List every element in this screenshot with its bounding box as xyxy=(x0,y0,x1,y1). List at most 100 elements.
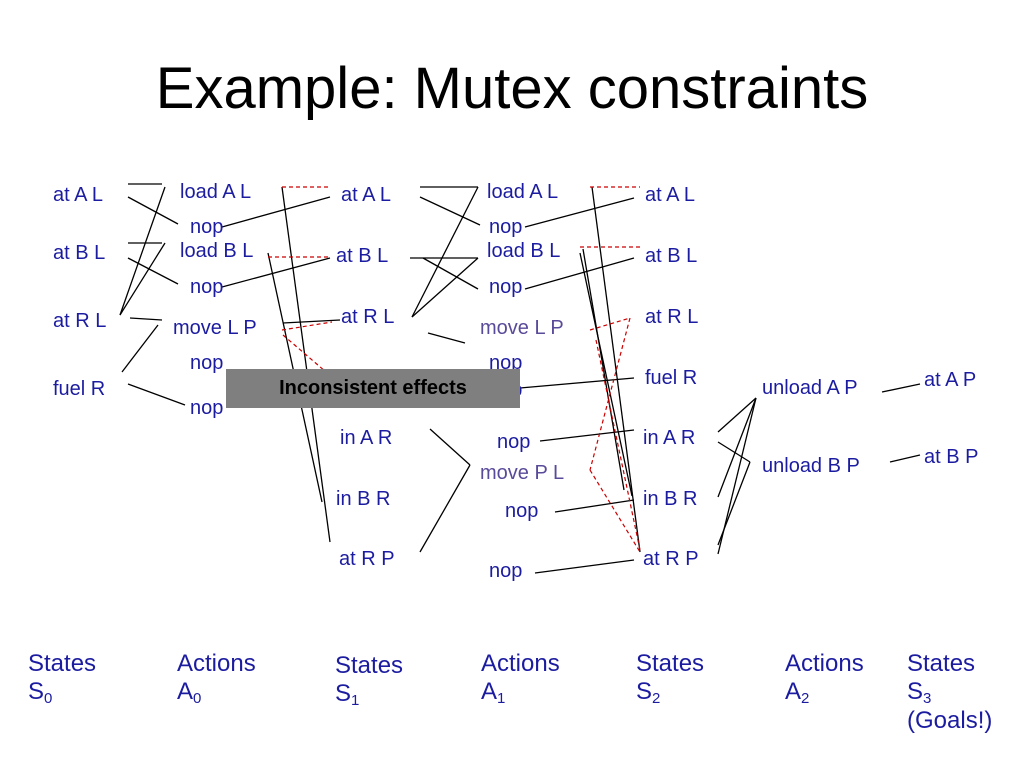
a1-node-load-a-l: load A L xyxy=(487,181,559,203)
mutex-link xyxy=(281,321,333,331)
s1-node-at-a-l: at A L xyxy=(341,184,392,206)
column-symbol: A xyxy=(481,677,498,705)
a1-node-move-p-l: move P L xyxy=(480,462,565,484)
precondition-effect-link xyxy=(419,196,481,226)
precondition-effect-link xyxy=(889,454,921,463)
precondition-effect-link xyxy=(129,317,163,321)
precondition-effect-link xyxy=(281,186,331,543)
precondition-effect-link xyxy=(121,324,159,373)
column-label-text: States xyxy=(335,652,404,679)
column-label-a0: Actions A0 xyxy=(177,650,256,707)
s3-node-at-b-p: at B P xyxy=(924,446,979,468)
precondition-effect-link xyxy=(422,257,479,290)
column-subscript: 2 xyxy=(652,689,661,707)
s2-node-at-b-l: at B L xyxy=(645,245,698,267)
s2-node-in-b-r: in B R xyxy=(643,488,698,510)
precondition-effect-link xyxy=(524,197,635,228)
precondition-effect-link xyxy=(579,252,633,497)
column-subscript: 0 xyxy=(44,689,53,707)
column-label-text: States xyxy=(636,650,705,677)
a1-node-move-l-p: move L P xyxy=(480,317,564,339)
column-subscript: 2 xyxy=(801,689,810,707)
s2-node-at-r-l: at R L xyxy=(645,306,699,328)
column-label-text: Actions xyxy=(785,650,864,677)
s3-node-at-a-p: at A P xyxy=(924,369,977,391)
precondition-effect-link xyxy=(119,186,166,316)
a2-node-unload-b-p: unload B P xyxy=(762,455,860,477)
column-subscript: 1 xyxy=(351,691,360,709)
s1-node-at-b-l: at B L xyxy=(336,245,389,267)
a0-node-nop: nop xyxy=(190,216,224,238)
column-subscript: 1 xyxy=(497,689,506,707)
a1-node-nop: nop xyxy=(489,216,523,238)
mutex-link xyxy=(589,469,641,553)
precondition-effect-link xyxy=(419,464,471,553)
precondition-effect-link xyxy=(881,383,921,393)
s2-node-at-a-l: at A L xyxy=(645,184,696,206)
precondition-effect-link xyxy=(534,559,635,574)
s0-node-at-a-l: at A L xyxy=(53,184,104,206)
column-label-text: States xyxy=(907,650,976,677)
precondition-effect-link xyxy=(411,186,479,318)
column-label-text: Actions xyxy=(481,650,560,677)
precondition-effect-link xyxy=(717,397,757,433)
precondition-effect-link xyxy=(221,257,331,288)
a1-node-nop: nop xyxy=(497,431,531,453)
a2-node-unload-a-p: unload A P xyxy=(762,377,858,399)
column-symbol: A xyxy=(177,677,194,705)
s0-node-fuel-r: fuel R xyxy=(53,378,106,400)
a1-node-load-b-l: load B L xyxy=(487,240,561,262)
column-label-text: Actions xyxy=(177,650,256,677)
precondition-effect-link xyxy=(127,196,179,225)
column-subscript: 0 xyxy=(193,689,202,707)
mutex-link xyxy=(282,334,341,385)
column-symbol: S xyxy=(28,677,45,705)
precondition-effect-link xyxy=(582,248,625,491)
column-note: (Goals!) xyxy=(907,706,993,734)
precondition-effect-link xyxy=(519,377,635,389)
precondition-effect-link xyxy=(524,257,635,290)
column-label-s2: States S2 xyxy=(636,650,704,707)
a0-node-load-a-l: load A L xyxy=(180,181,252,203)
a0-node-move-l-p: move L P xyxy=(173,317,257,339)
mutex-link xyxy=(589,317,631,471)
a0-node-load-b-l: load B L xyxy=(180,240,254,262)
s2-node-at-r-p: at R P xyxy=(643,548,699,570)
s1-node-at-r-l: at R L xyxy=(341,306,395,328)
precondition-effect-link xyxy=(427,332,466,344)
precondition-effect-link xyxy=(127,383,186,406)
column-label-s3: States S3 (Goals!) xyxy=(907,650,992,734)
a0-node-nop: nop xyxy=(190,276,224,298)
s1-node-in-a-r: in A R xyxy=(340,427,393,449)
a1-node-nop: nop xyxy=(489,560,523,582)
precondition-effect-link xyxy=(282,319,341,324)
column-label-text: States xyxy=(28,650,97,677)
column-symbol: S xyxy=(907,677,924,705)
a1-node-nop: nop xyxy=(489,352,523,374)
s1-node-at-r-p: at R P xyxy=(339,548,395,570)
precondition-effect-link xyxy=(717,397,757,498)
column-symbol: S xyxy=(636,677,653,705)
s1-node-in-b-r: in B R xyxy=(336,488,391,510)
column-label-a2: Actions A2 xyxy=(785,650,864,707)
column-symbol: S xyxy=(335,679,352,707)
precondition-effect-link xyxy=(119,242,166,316)
column-label-s0: States S0 xyxy=(28,650,96,707)
column-label-s1: States S1 xyxy=(335,652,403,709)
precondition-effect-link xyxy=(411,257,479,318)
column-symbol: A xyxy=(785,677,802,705)
s2-node-fuel-r: fuel R xyxy=(645,367,698,389)
precondition-effect-link xyxy=(429,428,471,466)
a1-node-nop: nop xyxy=(489,276,523,298)
precondition-effect-link xyxy=(127,257,179,285)
a1-node-nop: nop xyxy=(505,500,539,522)
inconsistent-effects-tooltip: Inconsistent effects xyxy=(226,369,520,408)
a0-node-nop: nop xyxy=(190,352,224,374)
slide-title: Example: Mutex constraints xyxy=(155,56,869,121)
precondition-effect-link xyxy=(717,461,751,546)
a0-node-nop: nop xyxy=(190,397,224,419)
s2-node-in-a-r: in A R xyxy=(643,427,696,449)
precondition-effect-link xyxy=(591,186,641,553)
